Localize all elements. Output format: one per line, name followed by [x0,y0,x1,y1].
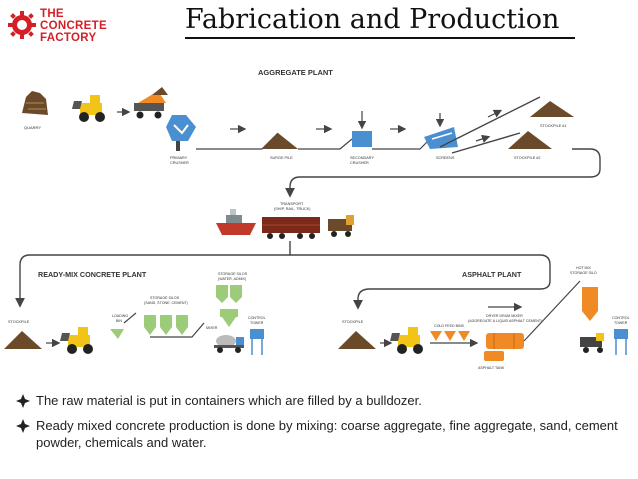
asphalt-control-label-2: TOWER [614,321,628,325]
asphalt-control-tower-icon [614,329,628,355]
mixer-icon [220,309,238,327]
loading-bin-label-1: LOADING [112,314,128,318]
drum-mixer-label-2: (AGGREGATE & LIQUID ASPHALT CEMENT) [468,319,542,323]
title-underline [185,37,575,39]
logo-line-1: THE [40,8,64,20]
screens-icon [424,113,458,149]
primary-crusher-label-1: PRIMARY [170,156,188,160]
ready-mix-plant-title: READY-MIX CONCRETE PLANT [38,270,147,279]
water-silos-label-1: STORAGE SILOS [218,272,248,276]
secondary-crusher-label-1: SECONDARY [350,156,374,160]
hot-mix-label-2: STORAGE SILO [570,271,597,275]
stockpile-2-label: STOCKPILE #2 [514,156,541,160]
page-title: Fabrication and Production [185,4,560,35]
bullet-item: Ready mixed concrete production is done … [16,417,626,451]
hot-mix-label-1: HOT MIX [576,266,592,270]
transport-label-1: TRANSPORT [280,202,304,206]
asphalt-stockpile-label: STOCKPILE [342,320,364,324]
rail-car-icon [262,217,320,239]
asphalt-tank-icon [484,351,504,361]
ship-icon [216,209,256,235]
bullet-text-1: The raw material is put in containers wh… [36,393,422,408]
ready-mix-control-tower-icon [250,329,264,355]
asphalt-tank-label: ASPHALT TANK [478,366,505,370]
cold-feed-bins-icon [430,331,470,341]
bullet-text-2: Ready mixed concrete production is done … [36,418,618,450]
secondary-crusher-icon [352,111,372,147]
stockpile-1-label: STOCKPILE #1 [540,124,567,128]
mixer-label: MIXER [206,326,218,330]
hot-mix-silo-icon [523,280,598,342]
loading-bin-icon [110,329,124,339]
water-silos-icon [216,285,242,303]
company-logo: THE CONCRETE FACTORY [8,6,118,46]
storage-silos-label-2: (SAND, STONE, CEMENT) [144,301,188,305]
asphalt-plant-title: ASPHALT PLANT [462,270,522,279]
stockpile-2-icon [508,131,552,149]
diamond-bullet-icon [16,419,30,433]
quarry-icon [22,91,48,115]
primary-crusher-icon [166,115,196,151]
loader-icon [72,95,105,122]
secondary-crusher-label-2: CRUSHER [350,161,369,165]
drum-mixer-label-1: DRYER DRUM MIXER [486,314,523,318]
gear-icon [8,11,36,39]
drum-mixer-icon [486,333,524,349]
logo-line-3: FACTORY [40,32,97,44]
bullet-list: The raw material is put in containers wh… [16,392,626,459]
bullet-item: The raw material is put in containers wh… [16,392,626,409]
asphalt-loader-icon [390,327,423,354]
process-diagram: AGGREGATE PLANT QUARRY PRIMARY CRUSHER S… [4,68,630,370]
asphalt-truck-icon [580,333,604,353]
mixer-truck-icon [214,335,244,353]
ready-mix-loader-icon [60,327,93,354]
loading-bin-label-2: BIN [116,319,122,323]
asphalt-control-label-1: CONTROL [612,316,630,320]
diamond-bullet-icon [16,394,30,408]
dump-truck-icon [134,87,168,119]
ready-mix-stockpile-icon [4,331,42,349]
aggregate-plant-title: AGGREGATE PLANT [258,68,333,77]
primary-crusher-label-2: CRUSHER [170,161,189,165]
logo-line-2: CONCRETE [40,20,107,32]
asphalt-stockpile-icon [338,331,376,349]
surge-pile-icon [262,133,298,149]
screens-label: SCREENS [436,156,455,160]
ready-mix-control-label-1: CONTROL [248,316,266,320]
cold-feed-bins-label: COLD FEED BINS [434,324,465,328]
surge-pile-label: SURGE PILE [270,156,293,160]
storage-silos-label-1: STORAGE SILOS [150,296,180,300]
ready-mix-control-label-2: TOWER [250,321,264,325]
transport-label-2: (SHIP, RAIL, TRUCK) [274,207,311,211]
transport-truck-icon [328,215,354,237]
storage-silos-icon [144,315,188,335]
stockpile-1-icon [530,101,574,117]
quarry-label: QUARRY [24,125,41,130]
water-silos-label-2: (WATER, ADMIX) [218,277,246,281]
ready-mix-stockpile-label: STOCKPILE [8,320,30,324]
